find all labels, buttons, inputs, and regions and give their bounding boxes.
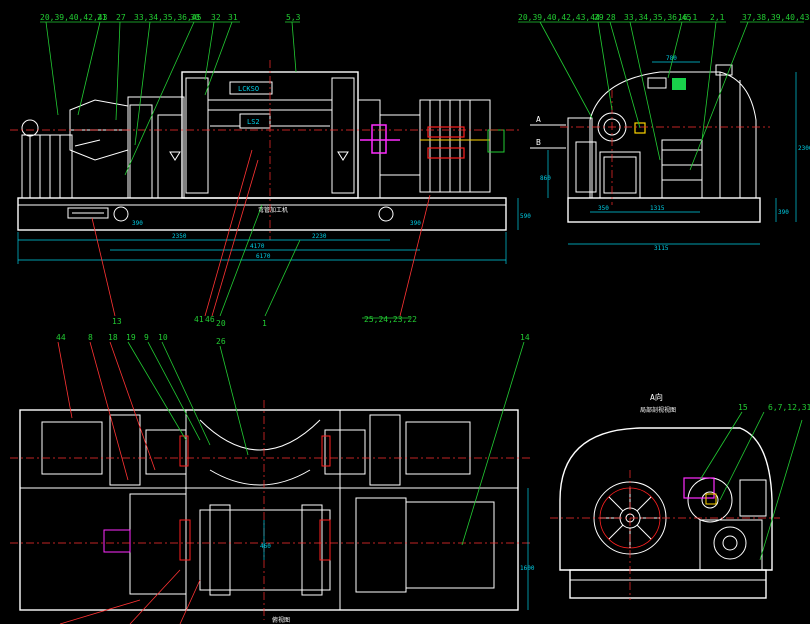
arrow-b-label: B (536, 138, 541, 147)
dim-4170: 4170 (250, 243, 265, 250)
label-33-34: 33,34,35,36,45 (134, 13, 202, 22)
dim-3115: 3115 (654, 245, 669, 252)
dim-390: 390 (778, 209, 789, 216)
dim-1315: 1315 (650, 205, 665, 212)
label-1: 1 (262, 319, 267, 328)
section-leaders: 15 6,7,12,31,4 (699, 403, 810, 561)
front-nameplate (229, 81, 273, 95)
front-leaders-top: 20,39,40,42,43 21 27 33,34,35,36,45 30 3… (40, 13, 301, 176)
label-20-39: 20,39,40,42,43 (40, 13, 108, 22)
green-box (672, 78, 686, 90)
label-18: 18 (108, 333, 118, 342)
dim-860: 860 (540, 175, 551, 182)
dim-1600: 1600 (520, 565, 535, 572)
nameplate-text: LCKSO (238, 85, 259, 93)
label-27: 27 (116, 13, 126, 22)
section-view: A向 局部剖视视图 15 (550, 392, 810, 600)
section-housing (559, 427, 773, 571)
label-14: 14 (520, 333, 530, 342)
base-hole (378, 206, 394, 222)
dim-2350: 2350 (172, 233, 187, 240)
dim-390b: 390 (410, 220, 421, 227)
plan-note: 俯视图 (272, 616, 290, 624)
base-hole (113, 206, 129, 222)
dim-2300: 2300 (798, 145, 810, 152)
label-side-20: 20,39,40,42,43,44 (518, 13, 600, 22)
label-13: 13 (112, 317, 122, 326)
label-26: 26 (216, 337, 226, 346)
dim-780: 780 (666, 55, 677, 62)
label-31: 31 (228, 13, 238, 22)
label-10: 10 (158, 333, 168, 342)
side-leaders: 20,39,40,42,43,44 29 28 33,34,35,36,45 1… (518, 13, 810, 171)
motor-mark: LS2 (247, 118, 260, 126)
arrow-a-label: A (536, 115, 541, 124)
side-housing (589, 71, 757, 199)
dim-2230: 2230 (312, 233, 327, 240)
front-text: 弯管加工机 (258, 206, 288, 214)
label-25-22: 25,24,23,22 (364, 315, 417, 324)
dim-590: 590 (520, 213, 531, 220)
label-20: 20 (216, 319, 226, 328)
label-19: 19 (126, 333, 136, 342)
label-37: 37,38,39,40,43 (742, 13, 810, 22)
label-side-33: 33,34,35,36,45 (624, 13, 692, 22)
front-view: LCKSO LS2 2350 (10, 13, 531, 328)
dim-460: 460 (260, 543, 271, 550)
label-44: 44 (56, 333, 66, 342)
label-8: 8 (88, 333, 93, 342)
dim-6170: 6170 (256, 253, 271, 260)
side-view: A B 780 2300 860 350 1315 3115 390 (518, 13, 810, 252)
label-6-7-12: 6,7,12,31,4 (768, 403, 810, 412)
label-5-3: 5,3 (286, 13, 301, 22)
label-28: 28 (606, 13, 616, 22)
label-9: 9 (144, 333, 149, 342)
dim-350: 350 (598, 205, 609, 212)
label-21: 21 (97, 13, 107, 22)
dim-390a: 390 (132, 220, 143, 227)
front-base (17, 197, 507, 231)
front-leaders-bottom: 13 41 46 20 1 25,24,23,22 (91, 149, 431, 328)
plan-outline (19, 409, 519, 611)
section-title: A向 (650, 392, 663, 402)
nameplate-base (67, 207, 109, 219)
label-16-1: 16,1 (678, 13, 697, 22)
label-15: 15 (738, 403, 748, 412)
label-41: 41 (194, 315, 204, 324)
label-30: 30 (190, 13, 200, 22)
side-dimensions: 780 2300 860 350 1315 3115 390 (540, 55, 810, 252)
plan-leaders: 44 8 18 19 9 10 26 14 (56, 333, 530, 624)
label-2-1: 2,1 (710, 13, 725, 22)
section-subtitle: 局部剖视视图 (640, 406, 676, 414)
plan-view: 460 1600 俯视图 44 8 18 19 9 10 26 14 (10, 333, 535, 624)
label-46: 46 (205, 315, 215, 324)
label-29: 29 (594, 13, 604, 22)
plan-dimensions: 460 1600 俯视图 (260, 488, 535, 624)
label-32: 32 (211, 13, 221, 22)
